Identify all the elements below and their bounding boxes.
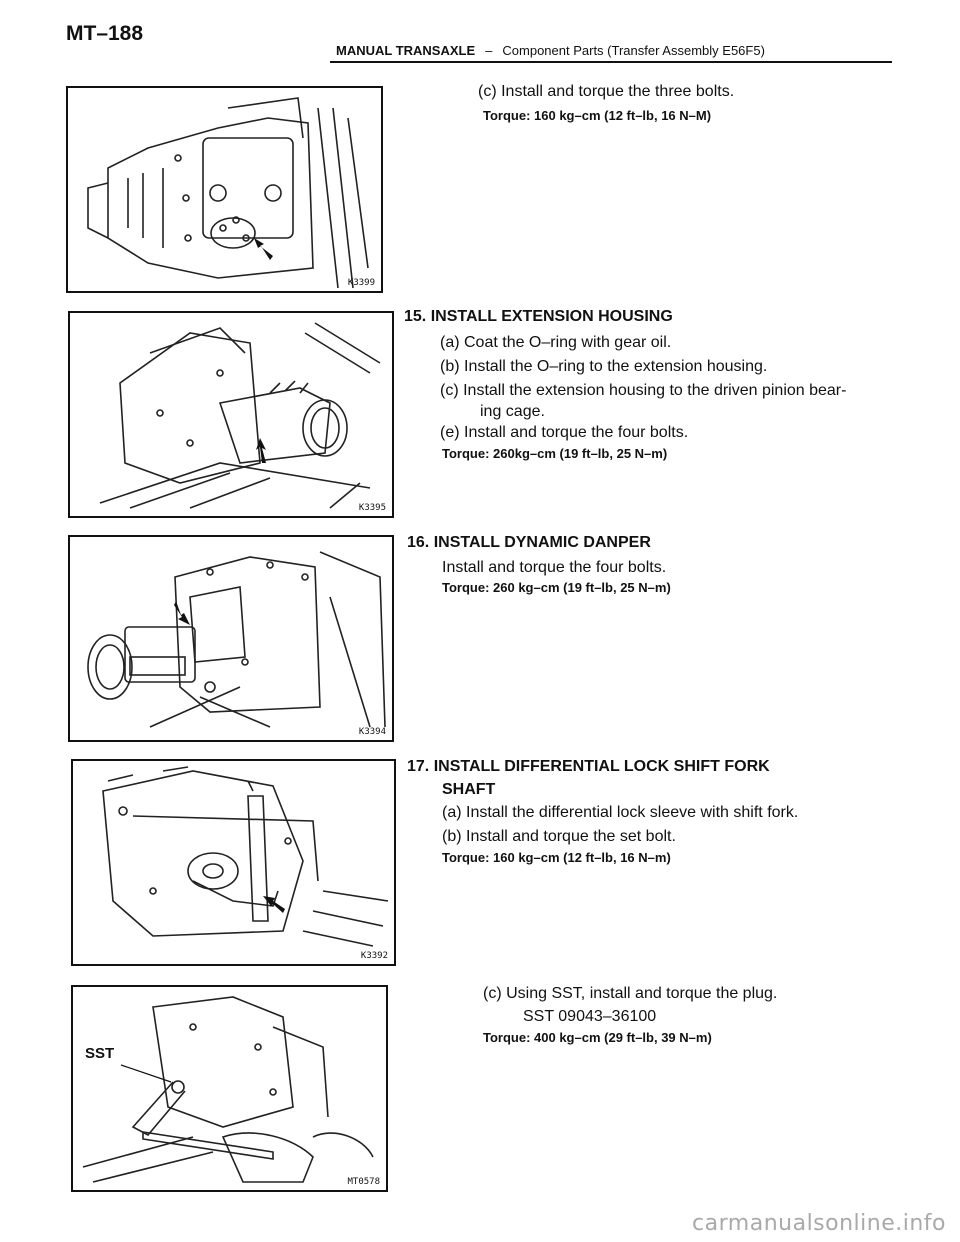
figure-code: MT0578 bbox=[347, 1177, 380, 1187]
step-15c-line2: ing cage. bbox=[480, 403, 545, 420]
figure-code: K3394 bbox=[358, 727, 386, 737]
step-17-torque: Torque: 160 kg–cm (12 ft–lb, 16 N–m) bbox=[442, 850, 671, 865]
header-rule bbox=[330, 61, 892, 63]
section-title: MANUAL TRANSAXLE bbox=[336, 43, 476, 58]
transfer-case-illustration bbox=[87, 97, 369, 289]
step-17c: (c) Using SST, install and torque the pl… bbox=[483, 985, 778, 1002]
step-17c-sst: SST 09043–36100 bbox=[523, 1008, 657, 1025]
figure-k3395: K3395 bbox=[68, 311, 394, 518]
sst-plug-illustration bbox=[82, 996, 374, 1183]
header-separator: – bbox=[485, 43, 493, 58]
step-17-heading-line2: SHAFT bbox=[442, 781, 496, 798]
step-17a: (a) Install the differential lock sleeve… bbox=[442, 804, 799, 821]
step-14c-torque: Torque: 160 kg–cm (12 ft–lb, 16 N–M) bbox=[483, 108, 712, 123]
dynamic-damper-illustration bbox=[87, 551, 386, 728]
figure-k3392: K3392 bbox=[71, 759, 396, 966]
step-16-text: Install and torque the four bolts. bbox=[442, 559, 667, 576]
step-14c-text: (c) Install and torque the three bolts. bbox=[478, 83, 735, 100]
shift-fork-shaft-illustration bbox=[102, 766, 389, 947]
figure-code: K3395 bbox=[358, 503, 386, 513]
step-16-heading: 16. INSTALL DYNAMIC DANPER bbox=[407, 534, 651, 551]
figure-k3394: K3394 bbox=[68, 535, 394, 742]
step-15-heading: 15. INSTALL EXTENSION HOUSING bbox=[404, 308, 673, 325]
figure-code: K3392 bbox=[360, 951, 388, 961]
step-15c-line1: (c) Install the extension housing to the… bbox=[440, 382, 847, 399]
watermark: carmanualsonline.info bbox=[692, 1211, 946, 1236]
step-17c-torque: Torque: 400 kg–cm (29 ft–lb, 39 N–m) bbox=[483, 1030, 712, 1045]
step-16-torque: Torque: 260 kg–cm (19 ft–lb, 25 N–m) bbox=[442, 580, 671, 595]
step-15-torque: Torque: 260kg–cm (19 ft–lb, 25 N–m) bbox=[442, 446, 668, 461]
step-15e: (e) Install and torque the four bolts. bbox=[440, 424, 689, 441]
step-15b: (b) Install the O–ring to the extension … bbox=[440, 358, 768, 375]
running-header: MANUAL TRANSAXLE–Component Parts (Transf… bbox=[336, 43, 765, 58]
figure-k3399: K3399 bbox=[66, 86, 383, 293]
extension-housing-illustration bbox=[99, 322, 381, 509]
step-17-heading-line1: 17. INSTALL DIFFERENTIAL LOCK SHIFT FORK bbox=[407, 758, 770, 775]
figure-mt0578: SST MT0578 bbox=[71, 985, 388, 1192]
step-17b: (b) Install and torque the set bolt. bbox=[442, 828, 676, 845]
subsection-title: Component Parts (Transfer Assembly E56F5… bbox=[502, 43, 765, 58]
figure-code: K3399 bbox=[347, 278, 375, 288]
sst-callout-label: SST bbox=[85, 1045, 115, 1062]
page-number: MT–188 bbox=[66, 22, 144, 45]
step-15a: (a) Coat the O–ring with gear oil. bbox=[440, 334, 672, 351]
